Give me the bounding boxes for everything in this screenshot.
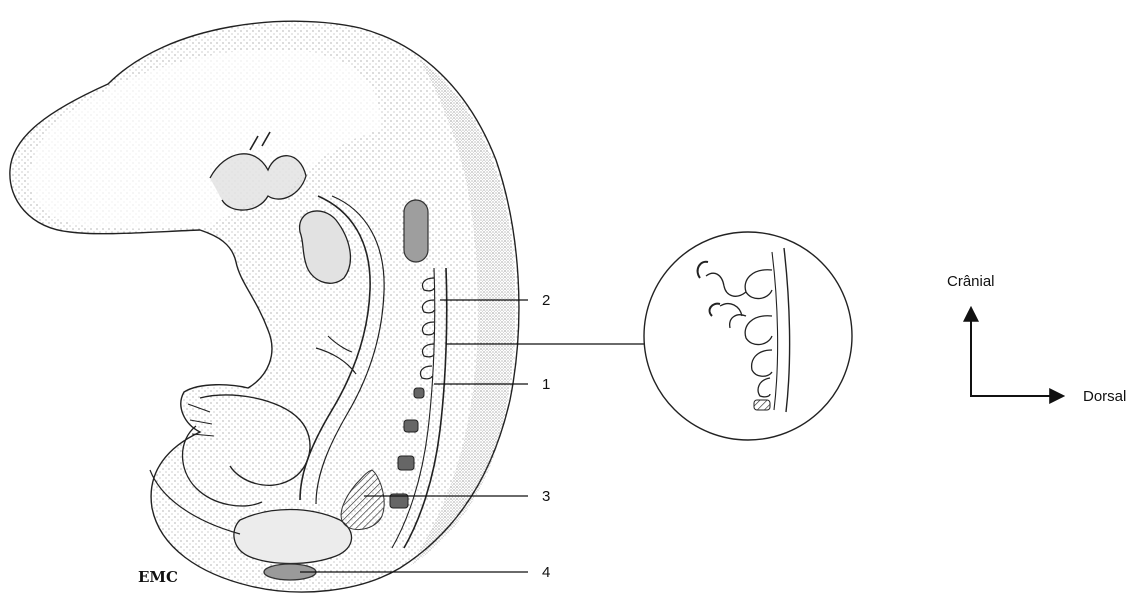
tail-region — [234, 510, 352, 564]
embryo-body — [10, 21, 519, 592]
emc-logo: EMC — [138, 568, 178, 586]
inset-circle — [644, 232, 852, 440]
label-1: 1 — [542, 376, 550, 393]
label-4: 4 — [542, 564, 550, 581]
cranial-label: Crânial — [947, 273, 995, 290]
magnified-inset — [644, 232, 852, 440]
label-3: 3 — [542, 488, 550, 505]
label-2: 2 — [542, 292, 550, 309]
orientation-indicator: Crânial Dorsal — [947, 273, 1126, 405]
dorsal-label: Dorsal — [1083, 388, 1126, 405]
pronephros-bud — [404, 200, 428, 262]
emc-logo-text: EMC — [138, 568, 178, 586]
